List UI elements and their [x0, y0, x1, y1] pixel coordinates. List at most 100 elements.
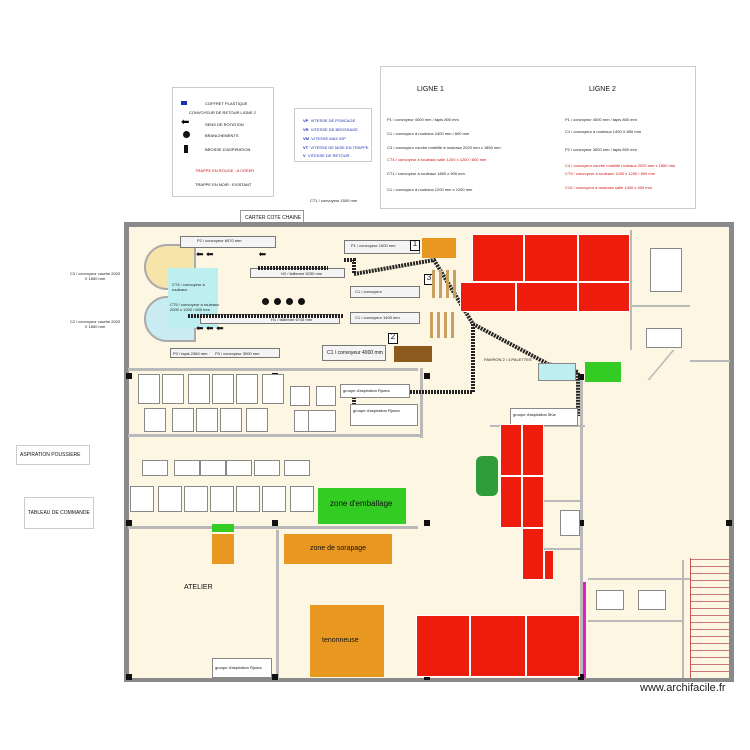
wall	[682, 560, 684, 678]
workstation	[226, 460, 252, 476]
workstation	[290, 386, 310, 406]
ct1-label: CT1 / convoyeur 1500 mm	[310, 198, 358, 203]
legend-item: CONVOYEUR DE RETOUR LIGNE 2	[189, 110, 256, 115]
workstation	[138, 374, 160, 404]
workstation	[188, 374, 210, 404]
storage-block	[470, 615, 526, 677]
storage-block	[522, 476, 544, 528]
wall-bottom	[124, 678, 734, 682]
workstation	[284, 460, 310, 476]
vitesse-box: VP VITESSE DE PONCAGE VR VITESSE DE BROS…	[294, 108, 372, 162]
tableau-label: TABLEAU DE COMMANDE	[28, 510, 90, 516]
watermark: www.archifacile.fr	[640, 682, 726, 694]
wall	[128, 368, 418, 371]
ligne1-item: C1 / convoyeur à rouleaux 2400 mm / 600 …	[387, 131, 470, 136]
machine-block-brown	[394, 346, 432, 362]
p1-top: P1 / convoyeur 1000 mm	[344, 240, 420, 254]
pillar	[272, 520, 278, 526]
wall	[540, 500, 580, 502]
workstation	[236, 486, 260, 512]
legend-box: COFFRET PLASTIQUE CONVOYEUR DE RETOUR LI…	[172, 87, 274, 197]
workstation	[212, 374, 234, 404]
pillar	[272, 674, 278, 680]
wall	[580, 380, 583, 680]
ligne2-item: P1 / convoyeur 4000 mm / tapis 800 mm	[565, 117, 637, 122]
storage-block	[578, 282, 630, 312]
ligne2-item: C10 / convoyeur à rouleaux salle 1400 x …	[565, 185, 652, 190]
legend-item: BRANCHEMENTS	[205, 133, 239, 138]
pillar	[424, 373, 430, 379]
workstation	[196, 408, 218, 432]
workstation	[262, 486, 286, 512]
atelier-label: ATELIER	[184, 584, 213, 591]
rack	[432, 270, 456, 298]
zone-sorapage: zone de sorapage	[284, 534, 392, 564]
vitesse-row: VT VITESSE DE MISE EN TRAPPE	[303, 145, 369, 150]
wall	[420, 368, 423, 438]
pink-line	[583, 582, 586, 678]
machine-block	[422, 238, 456, 258]
storage-block	[500, 476, 522, 528]
wall	[540, 548, 580, 550]
groupe-aspiration: groupe d'aspiration Rjoma	[340, 384, 410, 398]
storage-block	[526, 615, 580, 677]
workstation	[130, 486, 154, 512]
workstation	[262, 374, 284, 404]
workstation	[162, 374, 184, 404]
wall	[690, 360, 730, 362]
ligne1-item: CT4 / convoyeur à rouleaux salle 1200 x …	[387, 157, 487, 162]
pillar	[424, 520, 430, 526]
groupe-aspiration: groupe d'aspiration 5Kw	[510, 408, 578, 426]
ligne2-item: P2 / convoyeur 3000 mm / tapis 800 mm	[565, 147, 637, 152]
c3-side-label: C3 / convoyeur courbe 2020 X 1850 mm	[69, 271, 121, 281]
ligne1-item: C3 / convoyeur courbe mobilité à rouleau…	[387, 145, 501, 150]
small-green	[212, 524, 234, 532]
wall	[588, 578, 728, 580]
workstation	[316, 386, 336, 406]
wall-right	[729, 222, 734, 682]
workstation	[308, 410, 336, 432]
ligne1-title: LIGNE 1	[417, 86, 444, 93]
zone-emballage: zone d'emballage	[318, 488, 406, 524]
wall	[630, 305, 690, 307]
paviron-label: PAVIRON 2 / 3 PALETTES	[484, 357, 532, 362]
ct4-label: CT4 / convoyeur à rouleaux	[172, 282, 205, 292]
legend-item: SENS DE ROTATION	[205, 122, 244, 127]
groupe-aspiration: groupe d'aspiration Rjoma	[350, 404, 418, 426]
small-orange	[212, 534, 234, 564]
arrow-left-icon: ⬅	[181, 117, 190, 128]
c1b: C1 / convoyeur 1400 mm	[350, 312, 420, 324]
pillar	[126, 373, 132, 379]
workstation	[144, 408, 166, 432]
coffret-icon	[181, 101, 187, 105]
storage-block	[544, 550, 554, 580]
legend-red-item: TRAPPE EN ROUGE : A CREER	[195, 168, 255, 173]
pillar	[578, 374, 584, 380]
zone-tenonneuse-label: tenonneuse	[322, 637, 359, 644]
workstation	[254, 460, 280, 476]
zone-tenonneuse: tenonneuse	[310, 605, 384, 677]
rack	[430, 312, 456, 338]
ligne2-item: C4 / convoyeur courbe mobilité rouleaux …	[565, 163, 676, 168]
pillar	[578, 520, 584, 526]
wall	[128, 434, 420, 437]
storage-block	[500, 424, 522, 476]
wall	[588, 620, 683, 622]
ct5-label: CT5 / convoyeur à rouleaux 2000 x 1200 /…	[170, 302, 220, 312]
lines-box: LIGNE 1 LIGNE 2 P1 / convoyeur 4000 mm /…	[380, 66, 696, 209]
vitesse-row: VP VITESSE DE PONCAGE	[303, 118, 356, 123]
workstation	[174, 460, 200, 476]
pillar	[424, 674, 430, 680]
tableau-box: TABLEAU DE COMMANDE	[24, 497, 94, 529]
ligne1-item: P1 / convoyeur 4000 mm / tapis 800 mm	[387, 117, 459, 122]
ligne2-item: C1 / convoyeur à rouleaux 1400 X 800 mm	[565, 129, 642, 134]
ligne2-item: CT5 / convoyeur à rouleaux 1200 x 1200 /…	[565, 171, 656, 176]
wall-left	[124, 222, 129, 682]
carter-label: CARTER COTE CHAINE	[245, 215, 302, 221]
aspiration-label: ASPIRATION POUSSIERE	[20, 452, 81, 458]
pillar	[126, 520, 132, 526]
c1c: C1 / convoyeur 4000 mm	[322, 345, 386, 361]
right-room-fixture	[596, 590, 624, 610]
wall	[276, 530, 279, 680]
